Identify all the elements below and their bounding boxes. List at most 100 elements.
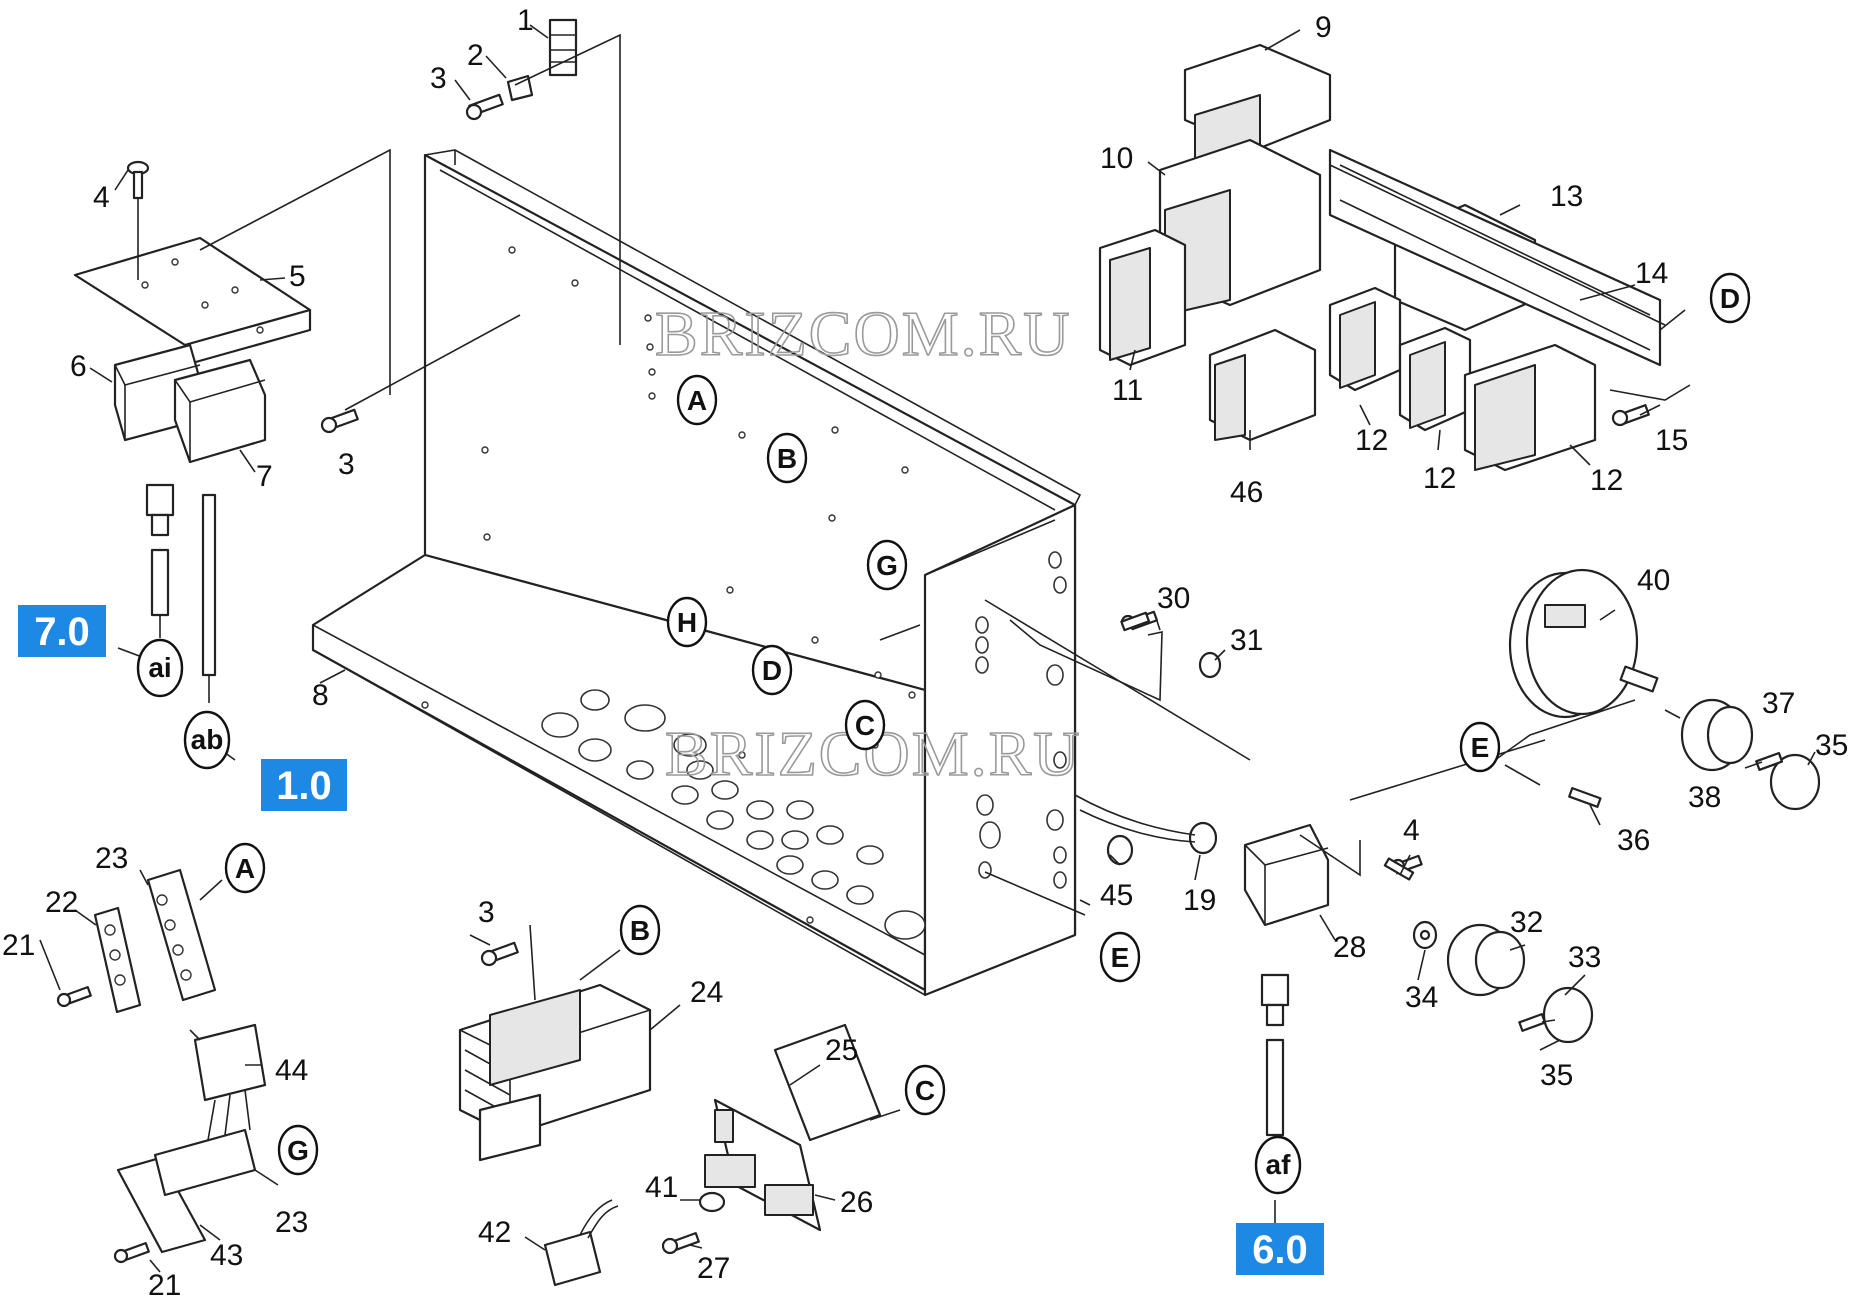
part-number: 35 (1815, 729, 1848, 762)
part-number: 38 (1688, 781, 1721, 814)
part-number: 6 (70, 350, 87, 383)
pin-31-part (1198, 651, 1222, 679)
svg-text:H: H (677, 607, 697, 638)
detail-circle-g: G (277, 1124, 319, 1176)
callout-circle-g: G (866, 539, 908, 591)
screw-38-part (1755, 752, 1784, 771)
terminal-block-a-part (93, 868, 217, 1014)
svg-text:1.0: 1.0 (276, 764, 332, 808)
knob-parts (1412, 698, 1821, 1044)
module-46-part (1208, 328, 1317, 442)
svg-text:B: B (630, 915, 650, 946)
part-number: 2 (467, 39, 484, 72)
part-number: 36 (1617, 824, 1650, 857)
svg-text:A: A (687, 385, 707, 416)
bracket-part (506, 74, 534, 102)
rotary-switch-part (1508, 568, 1659, 719)
part-number: 40 (1637, 564, 1670, 597)
part-number: 4 (1403, 814, 1420, 847)
svg-text:G: G (876, 550, 898, 581)
part-number: 32 (1510, 906, 1543, 939)
part-number: 43 (210, 1239, 243, 1272)
part-number: 11 (1112, 374, 1143, 407)
svg-text:A: A (235, 853, 255, 884)
callout-circle-b: B (766, 432, 808, 484)
enclosure-housing (311, 149, 1082, 997)
part-number: 34 (1405, 981, 1438, 1014)
part-number: 24 (690, 976, 723, 1009)
filter-42-part (543, 1199, 619, 1287)
svg-text:G: G (287, 1135, 309, 1166)
callout-circle-h: H (666, 596, 708, 648)
part-number: 9 (1315, 11, 1332, 44)
detail-circle-a: A (224, 842, 266, 894)
part-number: 28 (1333, 931, 1366, 964)
part-number: 26 (840, 1186, 873, 1219)
part-number: 22 (45, 886, 78, 919)
contactor-parts (1098, 43, 1332, 367)
part-number: 30 (1157, 582, 1190, 615)
detail-circle-b: B (619, 904, 661, 956)
svg-text:7.0: 7.0 (34, 610, 90, 654)
part-number: 46 (1230, 476, 1263, 509)
part-number: 27 (697, 1252, 730, 1285)
part-number: 8 (312, 679, 329, 712)
mounting-plate-part (73, 236, 312, 367)
callout-circle-e: E (1099, 931, 1141, 983)
svg-text:D: D (762, 655, 782, 686)
part-number: 12 (1590, 464, 1623, 497)
transformer-part (458, 983, 652, 1162)
svg-text:6.0: 6.0 (1252, 1228, 1308, 1272)
part-number: 23 (95, 842, 128, 875)
svg-text:E: E (1111, 942, 1130, 973)
part-number: 4 (93, 181, 110, 214)
detail-circle-d: D (1709, 272, 1751, 324)
part-number: 45 (1100, 879, 1133, 912)
relay-28-part (1243, 823, 1330, 927)
part-number: 41 (645, 1171, 678, 1204)
part-number: 25 (825, 1034, 858, 1067)
part-number: 42 (478, 1216, 511, 1249)
part-number: 23 (275, 1206, 308, 1239)
xref-link-7-0[interactable]: 7.0 (18, 605, 106, 657)
part-number: 35 (1540, 1059, 1573, 1092)
part-number: 12 (1355, 424, 1388, 457)
plug-45-part (1106, 834, 1134, 866)
svg-text:C: C (915, 1075, 935, 1106)
part-number: 31 (1230, 624, 1263, 657)
cable-19-part (1074, 794, 1218, 855)
part-number: 44 (275, 1054, 308, 1087)
svg-text:E: E (1471, 732, 1490, 763)
part-number: 12 (1423, 462, 1456, 495)
terminal-block-g-part (116, 1023, 267, 1254)
bolt-part (126, 160, 150, 200)
svg-text:D: D (1720, 283, 1740, 314)
xref-link-6-0[interactable]: 6.0 (1236, 1223, 1324, 1275)
part-number: 5 (289, 260, 306, 293)
leader-lines (39, 24, 1816, 1273)
connector-circle-ai: ai (136, 638, 184, 698)
part-number: 15 (1655, 424, 1688, 457)
svg-text:af: af (1266, 1149, 1292, 1180)
part-number-labels: 1 2 3 3 4 5 6 7 8 9 10 11 12 12 12 13 14… (2, 4, 1848, 1302)
part-number: 3 (338, 448, 355, 481)
part-number: 3 (430, 62, 447, 95)
svg-text:ab: ab (191, 724, 224, 755)
xref-link-1-0[interactable]: 1.0 (261, 759, 347, 811)
detail-circle-c: C (904, 1064, 946, 1116)
svg-text:ai: ai (148, 652, 171, 683)
part-number: 21 (2, 929, 35, 962)
detail-circle-e: E (1459, 721, 1501, 773)
callout-circle-d: D (751, 644, 793, 696)
part-number: 37 (1762, 687, 1795, 720)
callout-circle-c: C (844, 699, 886, 751)
part-number: 1 (517, 4, 534, 37)
part-number: 10 (1100, 142, 1133, 175)
part-number: 21 (148, 1269, 181, 1302)
svg-text:B: B (777, 443, 797, 474)
part-number: 13 (1550, 180, 1583, 213)
washer-41-part (698, 1191, 726, 1213)
svg-text:C: C (855, 710, 875, 741)
part-number: 7 (256, 460, 273, 493)
